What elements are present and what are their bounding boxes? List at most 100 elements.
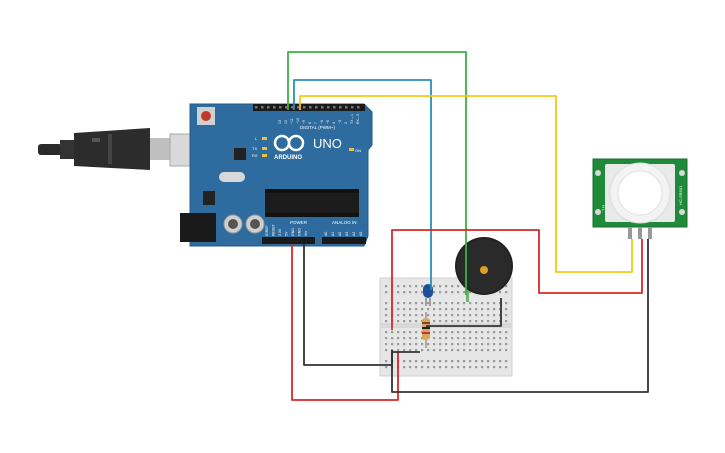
breadboard-hole	[445, 366, 448, 369]
breadboard-hole	[499, 360, 502, 363]
breadboard-hole	[409, 349, 412, 352]
breadboard-hole	[397, 314, 400, 317]
breadboard-hole	[439, 285, 442, 288]
breadboard-hole	[463, 308, 466, 311]
power-pin-label: 3.3V	[278, 228, 282, 236]
breadboard-hole	[409, 337, 412, 340]
breadboard-hole	[397, 349, 400, 352]
breadboard-hole	[487, 308, 490, 311]
header-pin	[333, 106, 336, 109]
digital-pin-label: ~6	[320, 120, 324, 124]
wire-blue	[293, 79, 432, 290]
breadboard-hole	[463, 337, 466, 340]
breadboard-hole	[421, 349, 424, 352]
header-pin	[345, 106, 348, 109]
wires	[287, 51, 649, 401]
breadboard-hole	[499, 331, 502, 334]
breadboard-hole	[403, 320, 406, 323]
breadboard-hole	[439, 331, 442, 334]
breadboard-hole	[397, 291, 400, 294]
breadboard-hole	[451, 314, 454, 317]
breadboard-hole	[445, 337, 448, 340]
power-label: POWER	[290, 220, 308, 225]
breadboard-hole	[487, 343, 490, 346]
wire-black-buzzer	[426, 298, 502, 327]
breadboard-hole	[433, 366, 436, 369]
wire-green	[287, 51, 467, 295]
breadboard-hole	[481, 302, 484, 305]
breadboard-hole	[493, 360, 496, 363]
breadboard-hole	[451, 337, 454, 340]
breadboard-hole	[385, 285, 388, 288]
breadboard-hole	[493, 349, 496, 352]
breadboard-hole	[409, 314, 412, 317]
breadboard-hole	[493, 308, 496, 311]
breadboard-hole	[481, 337, 484, 340]
analog-label: ANALOG IN	[332, 220, 357, 225]
breadboard-hole	[421, 285, 424, 288]
breadboard-hole	[463, 360, 466, 363]
digital-pin-label: ~11	[290, 118, 294, 124]
breadboard-hole	[481, 343, 484, 346]
digital-pin-label: 13	[278, 120, 282, 124]
breadboard-hole	[403, 366, 406, 369]
breadboard-hole	[433, 360, 436, 363]
breadboard-hole	[385, 314, 388, 317]
digital-pin-label: 12	[284, 120, 288, 124]
header-pin	[273, 106, 276, 109]
breadboard-hole	[493, 337, 496, 340]
breadboard-hole	[403, 302, 406, 305]
breadboard-hole	[469, 308, 472, 311]
breadboard-hole	[481, 314, 484, 317]
breadboard-hole	[469, 314, 472, 317]
breadboard-hole	[493, 343, 496, 346]
wire-red-pir	[391, 229, 643, 330]
breadboard-hole	[385, 337, 388, 340]
breadboard-hole	[457, 360, 460, 363]
breadboard-hole	[439, 337, 442, 340]
arduino-logo-icon	[273, 134, 305, 152]
arduino-uno-board: ARDUINO UNO DIGITAL (PWM~) L TX RX ON	[180, 103, 373, 247]
breadboard-hole	[433, 308, 436, 311]
reset-button-icon	[201, 111, 211, 121]
breadboard-hole	[427, 308, 430, 311]
voltage-regulator	[203, 191, 215, 205]
power-pin-label: GND	[298, 228, 302, 236]
breadboard-hole	[469, 331, 472, 334]
rx-label: RX	[252, 153, 258, 158]
breadboard-hole	[421, 291, 424, 294]
breadboard-hole	[445, 302, 448, 305]
breadboard-hole	[499, 337, 502, 340]
breadboard-hole	[427, 302, 430, 305]
breadboard-hole	[409, 302, 412, 305]
breadboard-hole	[415, 366, 418, 369]
breadboard-hole	[505, 285, 508, 288]
breadboard-hole	[397, 308, 400, 311]
header-pin	[285, 106, 288, 109]
breadboard-hole	[397, 302, 400, 305]
breadboard-hole	[439, 360, 442, 363]
header-pin	[303, 106, 306, 109]
header-pin	[327, 106, 330, 109]
breadboard-hole	[391, 337, 394, 340]
analog-pin-label: A3	[345, 232, 349, 236]
breadboard-hole	[499, 291, 502, 294]
breadboard-hole	[457, 285, 460, 288]
pir-model-label: HC-SR501	[678, 185, 683, 205]
breadboard-hole	[409, 331, 412, 334]
breadboard-hole	[475, 360, 478, 363]
breadboard-hole	[487, 337, 490, 340]
breadboard-hole	[439, 349, 442, 352]
header-pin	[291, 106, 294, 109]
header-pin	[261, 106, 264, 109]
breadboard-hole	[451, 349, 454, 352]
breadboard-hole	[439, 314, 442, 317]
atmega-chip	[265, 191, 359, 215]
breadboard-hole	[463, 320, 466, 323]
breadboard-hole	[469, 291, 472, 294]
breadboard-hole	[397, 337, 400, 340]
breadboard-hole	[403, 360, 406, 363]
header-pin	[279, 106, 282, 109]
breadboard-hole	[385, 308, 388, 311]
